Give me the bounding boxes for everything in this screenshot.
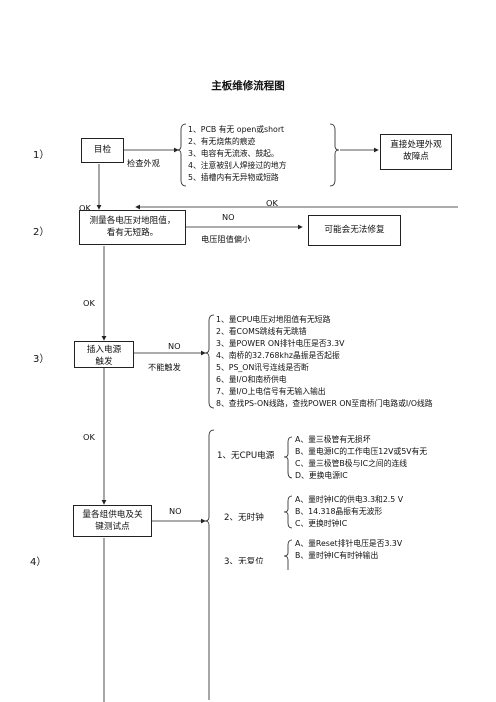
step-3-checklist: 1、量CPU电压对地阻值有无短路 2、看COMS跳线有无跳错 3、量POWER … — [216, 314, 496, 410]
list-item: A、量三极管有无损坏 — [295, 435, 371, 444]
list-item: A、量时钟IC的供电3.3和2.5 V — [295, 495, 404, 504]
step-2-right-box: 可能会无法修复 — [308, 215, 401, 246]
page-title: 主板维修流程图 — [211, 80, 285, 92]
list-item: 5、插槽内有无异物或短路 — [188, 173, 279, 182]
list-item: 7、量I/O上电信号有无输入输出 — [216, 387, 326, 396]
step-2-label: 电压阻值偏小 — [201, 234, 251, 244]
step-1-ok-label: OK — [79, 203, 91, 213]
step-4-no-label: NO — [169, 506, 182, 516]
list-item: B、14.318晶振有无波形 — [295, 507, 383, 516]
step-1-ok-back-label: OK — [266, 198, 278, 208]
branch-3-checklist: A、量Reset排针电压是否3.3V B、量时钟IC有时钟输出 — [295, 538, 496, 562]
branch-1-checklist: A、量三极管有无损坏 B、量电源IC的工作电压12V或5V有无 C、量三极管B极… — [295, 434, 496, 482]
step-2-box: 测量各电压对地阻值，看有无短路。 — [79, 210, 186, 245]
step-3-ok-label: OK — [83, 432, 95, 442]
step-3-box: 插入电源触发 — [74, 341, 134, 368]
list-item: 3、电容有无流液、鼓起。 — [188, 149, 279, 158]
list-item: 2、看COMS跳线有无跳错 — [216, 327, 307, 336]
list-item: B、量时钟IC有时钟输出 — [295, 551, 379, 560]
step-3-number: 3） — [33, 354, 50, 365]
step-3-no-label: NO — [168, 341, 181, 351]
list-item: 8、查找PS-ON线路，查找POWER ON至南桥门电路或I/O线路 — [216, 399, 433, 408]
step-3-label: 不能触发 — [148, 362, 181, 372]
list-item: C、量三极管B极与IC之间的连线 — [295, 459, 408, 468]
list-item: 5、PS_ON讯号连线是否断 — [216, 363, 309, 372]
step-1-right-box: 直接处理外观故障点 — [380, 134, 452, 170]
branch-label: 2、无时钟 — [224, 513, 264, 523]
step-1-checklist: 1、PCB 有无 open或short 2、有无烧焦的痕迹 3、电容有无流液、鼓… — [188, 124, 333, 184]
branch-label: 3、无复位 — [224, 557, 264, 564]
step-1-label: 检查外观 — [127, 158, 160, 168]
list-item: 1、PCB 有无 open或short — [188, 125, 285, 134]
step-2-no-label: NO — [222, 212, 235, 222]
step-2-ok-label: OK — [83, 298, 95, 308]
list-item: 3、量POWER ON排针电压是否3.3V — [216, 339, 345, 348]
list-item: C、更换时钟IC — [295, 519, 348, 528]
branch-label: 1、无CPU电源 — [217, 451, 275, 461]
step-4-number: 4） — [30, 557, 47, 568]
branch-2-checklist: A、量时钟IC的供电3.3和2.5 V B、14.318晶振有无波形 C、更换时… — [295, 494, 496, 530]
list-item: 6、量I/O和南桥供电 — [216, 375, 287, 384]
list-item: 4、注意被别人焊接过的地方 — [188, 161, 287, 170]
list-item: A、量Reset排针电压是否3.3V — [295, 539, 403, 548]
list-item: D、更换电源IC — [295, 471, 348, 480]
step-2-number: 2） — [33, 227, 50, 238]
list-item: 4、南桥的32.768khz晶振是否起振 — [216, 351, 340, 360]
list-item: 1、量CPU电压对地阻值有无短路 — [216, 315, 331, 324]
list-item: B、量电源IC的工作电压12V或5V有无 — [295, 447, 428, 456]
step-4-box: 量各组供电及关键测试点 — [73, 505, 152, 537]
list-item: 2、有无烧焦的痕迹 — [188, 137, 256, 146]
step-1-box: 目检 — [81, 138, 124, 163]
step-1-number: 1） — [33, 150, 50, 161]
